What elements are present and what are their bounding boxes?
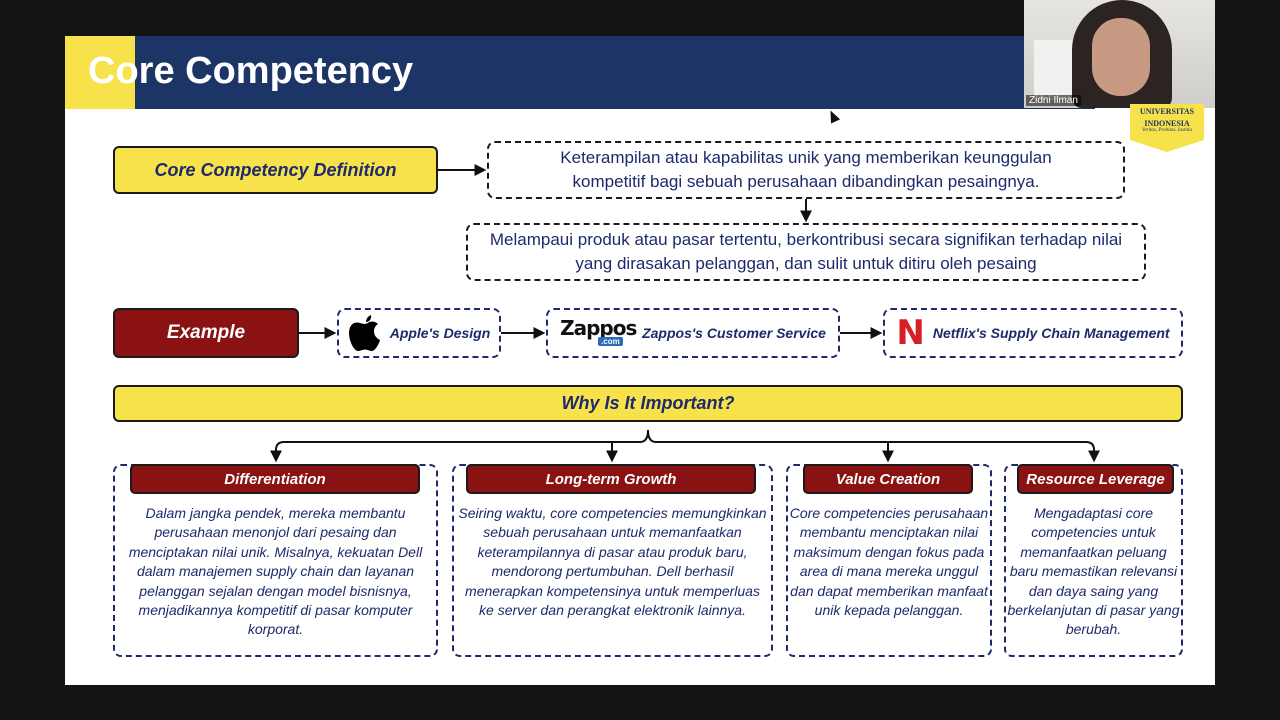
example-zappos: Zappos .com Zappos's Customer Service: [546, 308, 840, 358]
example-netflix-label: Netflix's Supply Chain Management: [933, 325, 1170, 341]
example-label: Example: [113, 308, 299, 358]
definition-text-1: Keterampilan atau kapabilitas unik yang …: [487, 141, 1125, 199]
logo-line-1: UNIVERSITAS: [1130, 107, 1204, 116]
definition-text-2: Melampaui produk atau pasar tertentu, be…: [466, 223, 1146, 281]
example-apple-label: Apple's Design: [390, 325, 491, 341]
card-body-value-creation: Core competencies perusahaan membantu me…: [789, 504, 989, 620]
zappos-logo-sub: .com: [598, 337, 623, 346]
logo-line-2: INDONESIA: [1130, 119, 1204, 128]
participant-face: [1092, 18, 1150, 96]
example-apple: Apple's Design: [337, 308, 501, 358]
card-body-resource-leverage: Mengadaptasi core competencies untuk mem…: [1007, 504, 1180, 640]
apple-logo-icon: [348, 313, 382, 353]
netflix-logo-icon: N: [896, 313, 924, 353]
definition-text-2-content: Melampaui produk atau pasar tertentu, be…: [468, 228, 1144, 276]
zappos-logo-icon: Zappos .com: [560, 316, 634, 350]
example-netflix: N Netflix's Supply Chain Management: [883, 308, 1183, 358]
definition-label: Core Competency Definition: [113, 146, 438, 194]
example-zappos-label: Zappos's Customer Service: [642, 325, 826, 341]
card-title-differentiation: Differentiation: [130, 464, 420, 494]
card-title-resource-leverage: Resource Leverage: [1017, 464, 1174, 494]
card-body-long-term-growth: Seiring waktu, core competencies memungk…: [456, 504, 769, 620]
slide-title: Core Competency: [88, 50, 413, 93]
card-title-value-creation: Value Creation: [803, 464, 973, 494]
card-title-long-term-growth: Long-term Growth: [466, 464, 756, 494]
definition-text-1-content: Keterampilan atau kapabilitas unik yang …: [489, 146, 1123, 194]
participant-name: Zidni Ilman: [1026, 95, 1081, 106]
card-body-differentiation: Dalam jangka pendek, mereka membantu per…: [118, 504, 433, 640]
webcam-tile[interactable]: Zidni Ilman: [1024, 0, 1215, 108]
logo-motto: Veritas, Probitas, Iustitia: [1130, 128, 1204, 133]
why-important-banner: Why Is It Important?: [113, 385, 1183, 422]
